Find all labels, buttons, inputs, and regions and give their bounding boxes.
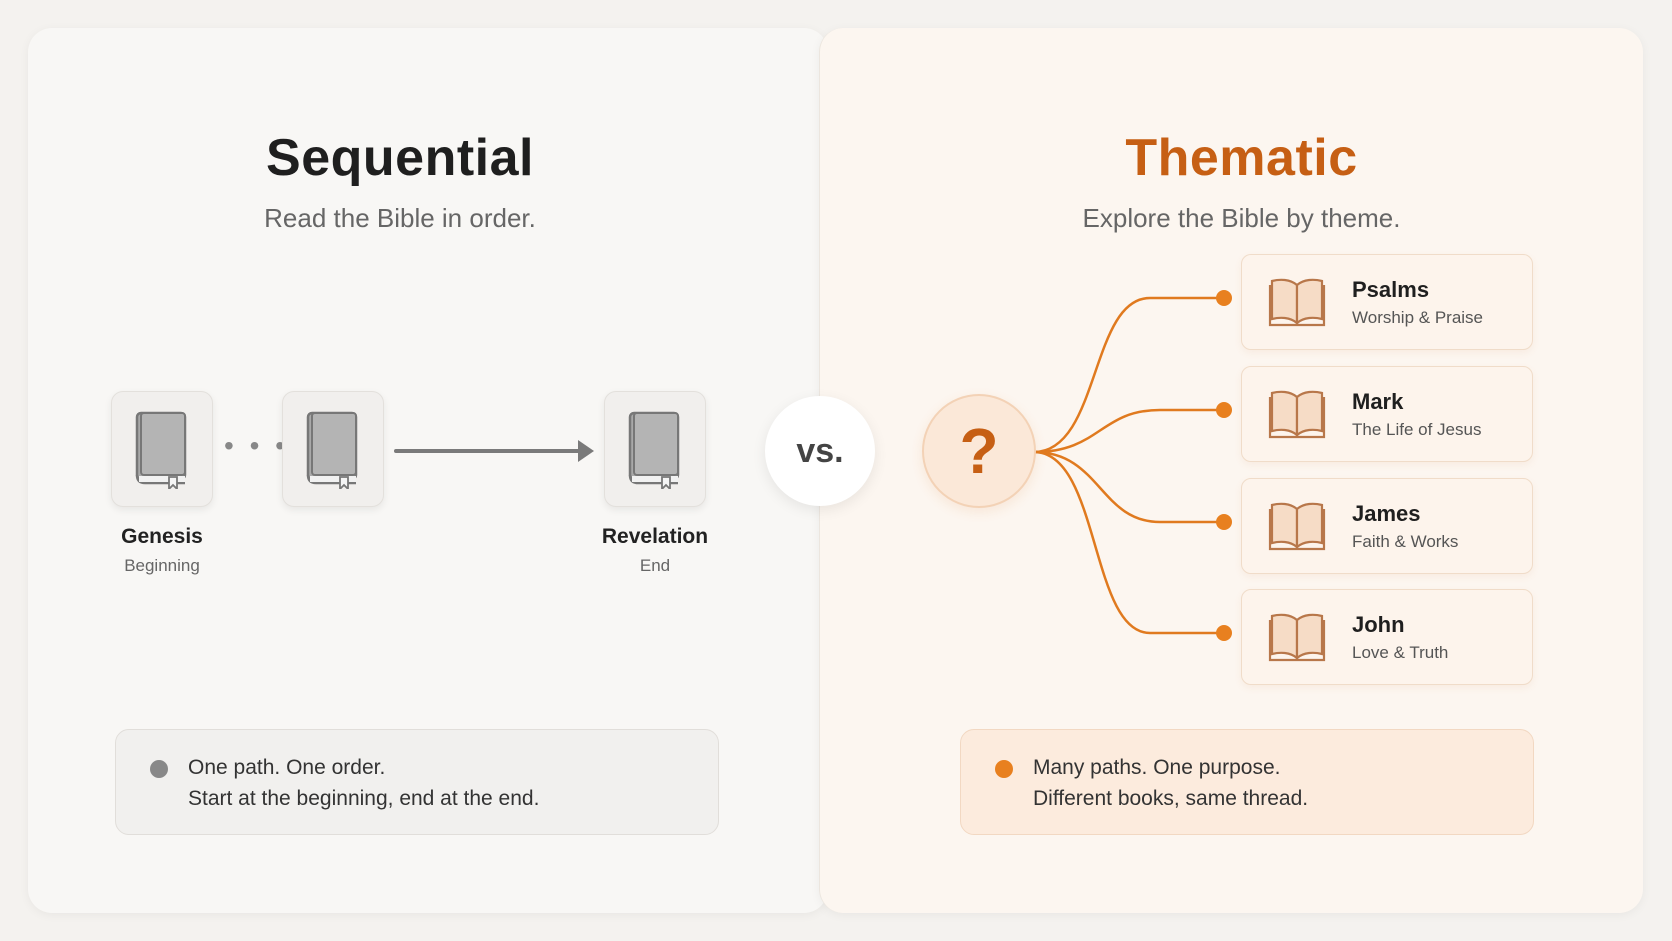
note-line-2: Different books, same thread. <box>1033 787 1309 810</box>
sequential-note: One path. One order. Start at the beginn… <box>115 729 719 835</box>
connector-james <box>1033 450 1224 524</box>
revelation-sublabel: End <box>639 556 671 575</box>
open-book-icon <box>1268 613 1326 662</box>
closed-book-icon <box>135 411 187 489</box>
card-book-name: James <box>1352 501 1421 526</box>
closed-book-icon <box>628 411 680 489</box>
middle-book-tile <box>282 391 384 507</box>
card-book-name: John <box>1352 612 1405 637</box>
note-line-1: One path. One order. <box>188 756 386 779</box>
genesis-sublabel: Beginning <box>124 556 200 575</box>
sequential-title: Sequential <box>266 129 534 187</box>
connector-psalms <box>1033 296 1224 454</box>
card-theme: Love & Truth <box>1352 643 1449 662</box>
open-book-icon <box>1268 502 1326 551</box>
genesis-book-tile <box>111 391 213 507</box>
connector-john <box>1033 450 1224 635</box>
note-bullet <box>150 760 168 778</box>
connector-endpoints <box>1216 290 1232 641</box>
thematic-title: Thematic <box>1125 129 1358 187</box>
ellipsis-dots: • • • <box>224 430 289 461</box>
open-book-icon <box>1268 278 1326 327</box>
card-book-name: Psalms <box>1352 277 1430 302</box>
note-line-2: Start at the beginning, end at the end. <box>188 787 540 810</box>
sequential-subtitle: Read the Bible in order. <box>264 203 536 233</box>
theme-card-john: John Love & Truth <box>1241 589 1533 685</box>
note-bullet <box>995 760 1013 778</box>
open-book-icon <box>1268 390 1326 439</box>
thematic-note: Many paths. One purpose. Different books… <box>960 729 1534 835</box>
revelation-label: Revelation <box>601 525 709 548</box>
arrow-right-icon <box>394 440 594 462</box>
card-theme: The Life of Jesus <box>1352 420 1482 439</box>
card-theme: Faith & Works <box>1352 532 1459 551</box>
question-circle: ? <box>922 394 1036 508</box>
revelation-book-tile <box>604 391 706 507</box>
card-theme: Worship & Praise <box>1352 308 1484 327</box>
theme-connectors <box>1033 296 1224 635</box>
theme-card-mark: Mark The Life of Jesus <box>1241 366 1533 462</box>
card-book-name: Mark <box>1352 389 1404 414</box>
note-line-1: Many paths. One purpose. <box>1033 756 1281 779</box>
vs-badge: vs. <box>765 396 875 506</box>
thematic-subtitle: Explore the Bible by theme. <box>1082 203 1401 233</box>
connector-mark <box>1033 408 1224 454</box>
genesis-label: Genesis <box>121 525 203 548</box>
theme-card-psalms: Psalms Worship & Praise <box>1241 254 1533 350</box>
theme-card-james: James Faith & Works <box>1241 478 1533 574</box>
closed-book-icon <box>306 411 358 489</box>
